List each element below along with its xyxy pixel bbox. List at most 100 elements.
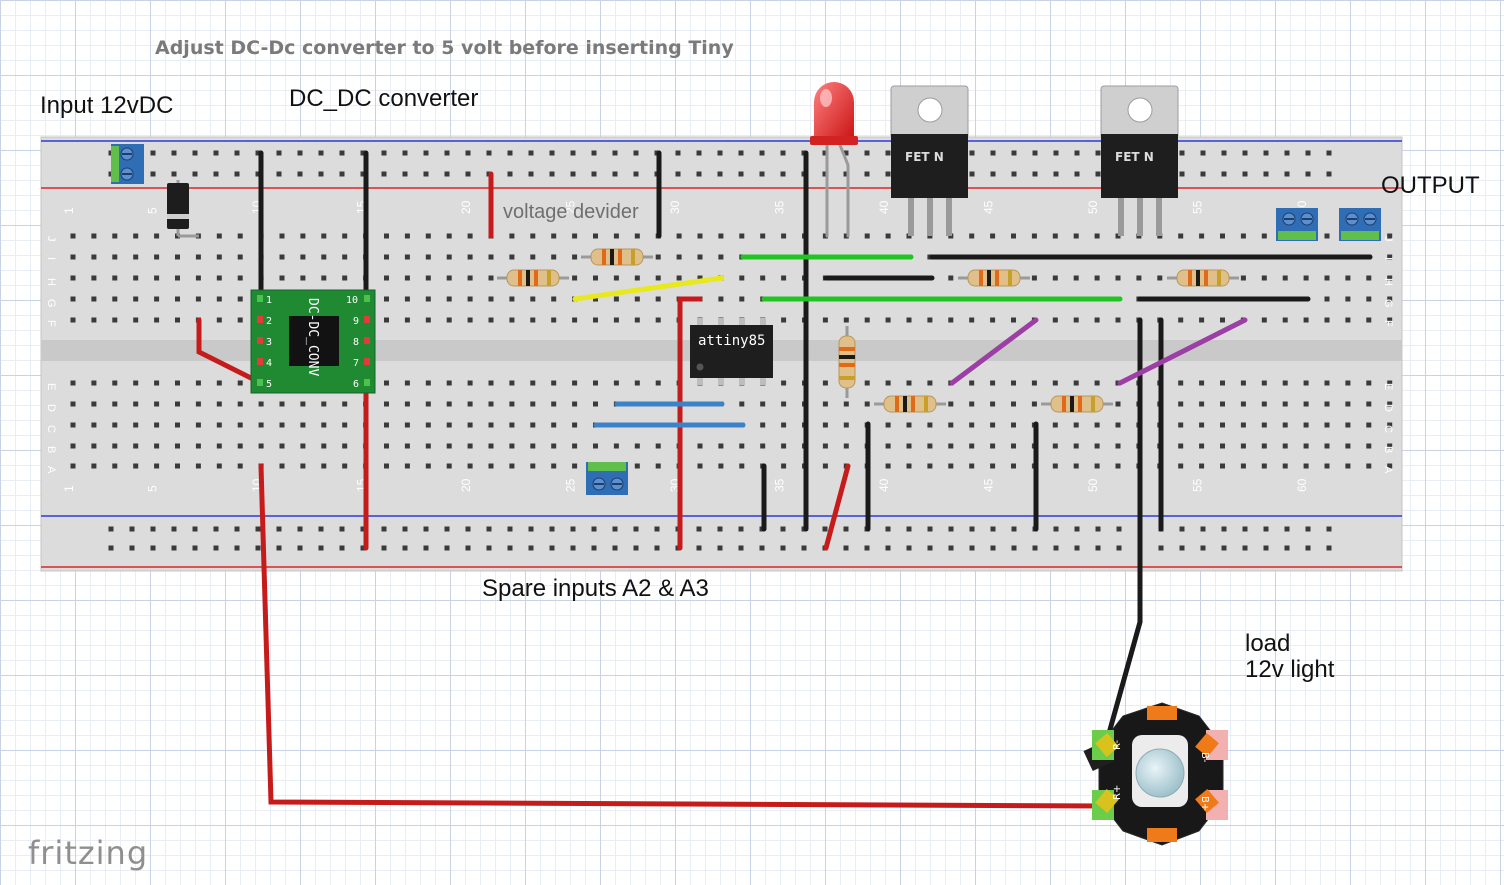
hole: [488, 317, 494, 323]
resistor[interactable]: [581, 248, 653, 266]
hole: [1261, 401, 1267, 407]
fet-transistor[interactable]: FET N: [890, 85, 969, 236]
hole: [70, 233, 76, 239]
red-wire[interactable]: [196, 317, 264, 386]
rail-hole: [465, 526, 471, 532]
hole: [279, 401, 285, 407]
yellow-wire[interactable]: [572, 275, 725, 302]
purple-wire[interactable]: [949, 317, 1039, 386]
column-number: 25: [564, 200, 578, 214]
hole: [948, 317, 954, 323]
hole: [1240, 443, 1246, 449]
rail-hole: [1221, 526, 1227, 532]
resistor[interactable]: [874, 395, 946, 413]
rail-hole: [1074, 171, 1080, 177]
rail-hole: [1263, 171, 1269, 177]
hole: [530, 401, 536, 407]
hole: [843, 443, 849, 449]
hole: [822, 422, 828, 428]
hole: [530, 463, 536, 469]
hole: [1031, 380, 1037, 386]
resistor[interactable]: [838, 326, 856, 398]
red-led[interactable]: [810, 82, 858, 145]
hole: [425, 254, 431, 260]
rail-hole: [234, 150, 240, 156]
hole: [697, 463, 703, 469]
hole: [1031, 401, 1037, 407]
hole: [154, 463, 160, 469]
rail-hole: [402, 150, 408, 156]
hole: [321, 422, 327, 428]
rail-hole: [717, 150, 723, 156]
hole: [1011, 463, 1016, 469]
hole: [697, 233, 703, 239]
hole: [175, 254, 180, 260]
column-number: 50: [1086, 478, 1100, 492]
hole: [885, 463, 891, 469]
rail-hole: [507, 150, 513, 156]
resistor[interactable]: [958, 269, 1030, 287]
hole: [321, 233, 327, 239]
resistor[interactable]: [1041, 395, 1113, 413]
hole: [175, 463, 180, 469]
rail-hole: [402, 545, 408, 551]
rail-hole: [444, 150, 450, 156]
hole: [404, 275, 410, 281]
spare-inputs-terminal[interactable]: [586, 462, 628, 495]
hole: [300, 401, 306, 407]
hole: [1220, 233, 1225, 239]
hole: [1387, 401, 1393, 407]
black-load-wire[interactable]: [1103, 317, 1143, 747]
purple-wire[interactable]: [1117, 317, 1248, 386]
hole: [655, 380, 661, 386]
hole: [70, 422, 76, 428]
rail-hole: [507, 171, 513, 177]
hole: [467, 254, 473, 260]
rail-hole: [255, 171, 261, 177]
resistor[interactable]: [1167, 269, 1239, 287]
hole: [655, 317, 661, 323]
rail-hole: [780, 171, 786, 177]
star-led-load[interactable]: R-R+B-B+: [1083, 702, 1228, 846]
rail-hole: [486, 150, 492, 156]
diode[interactable]: [167, 180, 199, 238]
hole: [195, 401, 201, 407]
rail-hole: [738, 526, 744, 532]
rail-hole: [1116, 545, 1122, 551]
fet-transistor[interactable]: FET N: [1100, 85, 1179, 236]
hole: [321, 401, 327, 407]
rail-hole: [402, 526, 408, 532]
rail-hole: [1326, 545, 1332, 551]
input-terminal[interactable]: [111, 144, 144, 184]
rail-hole: [549, 150, 555, 156]
hole: [342, 233, 348, 239]
red-load-wire[interactable]: [258, 463, 1109, 809]
hole: [509, 443, 515, 449]
rail-hole: [234, 545, 240, 551]
hole: [1094, 380, 1100, 386]
rail-hole: [822, 171, 828, 177]
output-terminal[interactable]: [1276, 208, 1318, 241]
output-terminal[interactable]: [1339, 208, 1381, 241]
attiny85-chip[interactable]: attiny85: [690, 318, 773, 385]
rail-hole: [234, 171, 240, 177]
hole: [1031, 275, 1037, 281]
hole: [216, 233, 222, 239]
hole: [446, 463, 452, 469]
rail-hole: [339, 545, 345, 551]
hole: [1240, 401, 1246, 407]
hole: [70, 296, 76, 302]
hole: [843, 422, 849, 428]
red-wire[interactable]: [823, 463, 851, 551]
hole: [969, 233, 975, 239]
hole: [822, 443, 828, 449]
rail-hole: [444, 171, 450, 177]
row-letter: E: [45, 383, 57, 390]
hole: [467, 275, 473, 281]
fritzing-logo: fritzing: [28, 834, 149, 872]
hole: [488, 275, 494, 281]
resistor[interactable]: [497, 269, 569, 287]
hole: [1387, 422, 1393, 428]
